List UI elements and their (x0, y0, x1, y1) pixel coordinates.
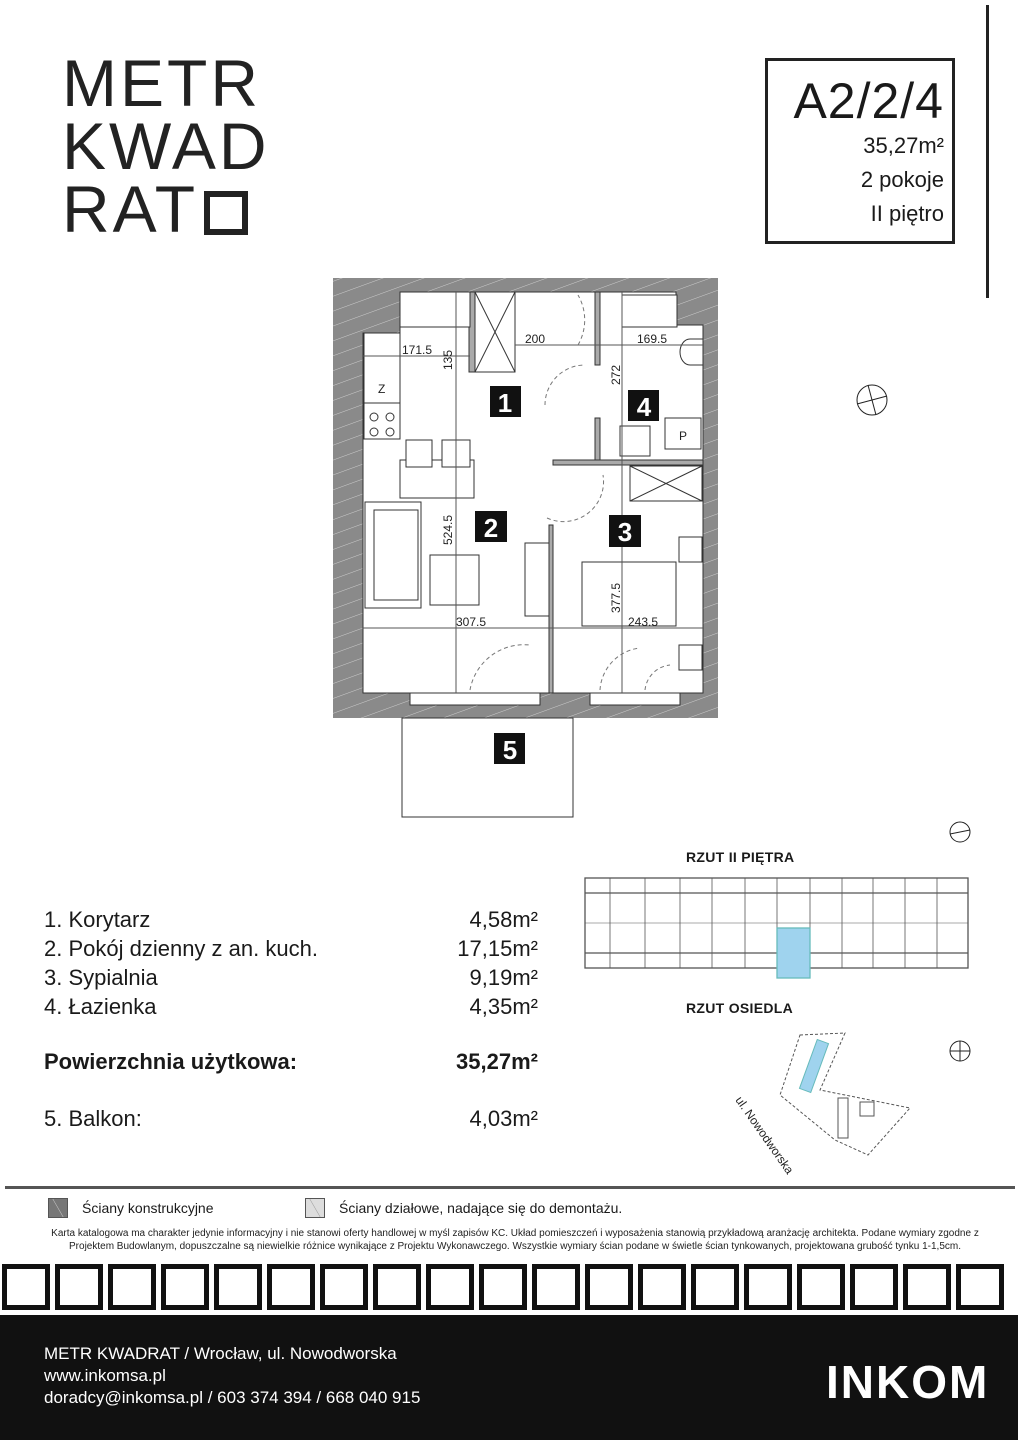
room-row: 1. Korytarz 4,58m² (44, 905, 538, 934)
site-keyplan (779, 1032, 911, 1156)
compass-icon (949, 1040, 971, 1062)
dimension-label: 377.5 (609, 583, 623, 613)
divider (5, 1186, 1015, 1189)
legend-partition: Ściany działowe, nadające się do demonta… (305, 1198, 622, 1218)
legend-label: Ściany działowe, nadające się do demonta… (339, 1200, 623, 1216)
dimension-label: 135 (441, 350, 455, 370)
washer-label: P (679, 429, 687, 443)
compass-icon (949, 821, 971, 843)
footer-contact[interactable]: doradcy@inkomsa.pl / 603 374 394 / 668 0… (44, 1388, 421, 1407)
partition-swatch (305, 1198, 325, 1218)
street-label: ul. Nowodworska (733, 1094, 797, 1177)
room-badge: 1 (498, 388, 512, 418)
legend-structural: Ściany konstrukcyjne (48, 1198, 214, 1218)
inkom-logo: INKOM (826, 1356, 990, 1408)
room-name: 1. Korytarz (44, 907, 151, 932)
dimension-label: 307.5 (456, 615, 486, 629)
logo-line: METR (62, 46, 261, 120)
room-row: 4. Łazienka 4,35m² (44, 992, 538, 1021)
apartment-floor: II piętro (870, 201, 944, 226)
divider (986, 5, 989, 298)
footer-website[interactable]: www.inkomsa.pl (44, 1366, 166, 1385)
dimension-label: 272 (609, 365, 623, 385)
room-badge: 4 (637, 392, 652, 422)
balcony-area: 4,03m² (469, 1106, 538, 1131)
room-area: 17,15m² (457, 936, 538, 961)
room-area: 9,19m² (469, 965, 538, 990)
floor-keyplan (584, 877, 969, 979)
dimension-label: 169.5 (637, 332, 667, 346)
room-name: 3. Sypialnia (44, 965, 158, 990)
logo-square (204, 191, 249, 235)
floor-plan: 171.5 135 200 169.5 272 524.5 307.5 377.… (333, 278, 971, 1177)
apartment-area: 35,27m² (863, 133, 944, 158)
site-keyplan-title: RZUT OSIEDLA (686, 1000, 794, 1016)
room-badge: 2 (484, 513, 498, 543)
room-badge: 5 (503, 735, 517, 765)
footer-address: METR KWADRAT / Wrocław, ul. Nowodworska (44, 1344, 397, 1363)
room-badge: 3 (618, 517, 632, 547)
room-area: 4,35m² (469, 994, 538, 1019)
room-row: 3. Sypialnia 9,19m² (44, 963, 538, 992)
apartment-rooms: 2 pokoje (860, 167, 944, 192)
legend-label: Ściany konstrukcyjne (82, 1200, 214, 1216)
room-name: 2. Pokój dzienny z an. kuch. (44, 936, 318, 961)
dimension-label: 171.5 (402, 343, 432, 357)
balcony-row: 5. Balkon: 4,03m² (44, 1104, 538, 1133)
footer: METR KWADRAT / Wrocław, ul. Nowodworska … (0, 1315, 1018, 1440)
room-name: 4. Łazienka (44, 994, 157, 1019)
logo-line: RAT (62, 172, 199, 246)
total-row: Powierzchnia użytkowa: 35,27m² (44, 1047, 538, 1076)
highlighted-unit (776, 927, 811, 979)
total-label: Powierzchnia użytkowa: (44, 1049, 298, 1074)
apartment-info-box: A2/2/4 35,27m² 2 pokoje II piętro (765, 58, 955, 244)
floor-keyplan-title: RZUT II PIĘTRA (686, 849, 795, 865)
dimension-label: 243.5 (628, 615, 658, 629)
dimension-label: 524.5 (441, 515, 455, 545)
total-area: 35,27m² (456, 1049, 538, 1074)
brand-logo: METR KWAD RAT (62, 46, 270, 242)
structural-swatch (48, 1198, 68, 1218)
disclaimer: Karta katalogowa ma charakter jedynie in… (51, 1228, 979, 1252)
room-list: 1. Korytarz 4,58m² 2. Pokój dzienny z an.… (44, 905, 538, 1133)
room-area: 4,58m² (469, 907, 538, 932)
decorative-pattern (0, 1264, 1018, 1310)
dimension-label: 200 (525, 332, 545, 346)
room-row: 2. Pokój dzienny z an. kuch. 17,15m² (44, 934, 538, 963)
apartment-code: A2/2/4 (793, 73, 944, 129)
balcony-label: 5. Balkon: (44, 1106, 142, 1131)
fridge-label: Z (378, 382, 385, 396)
compass-icon (856, 384, 888, 416)
balcony (401, 717, 574, 818)
logo-line: KWAD (62, 109, 270, 183)
